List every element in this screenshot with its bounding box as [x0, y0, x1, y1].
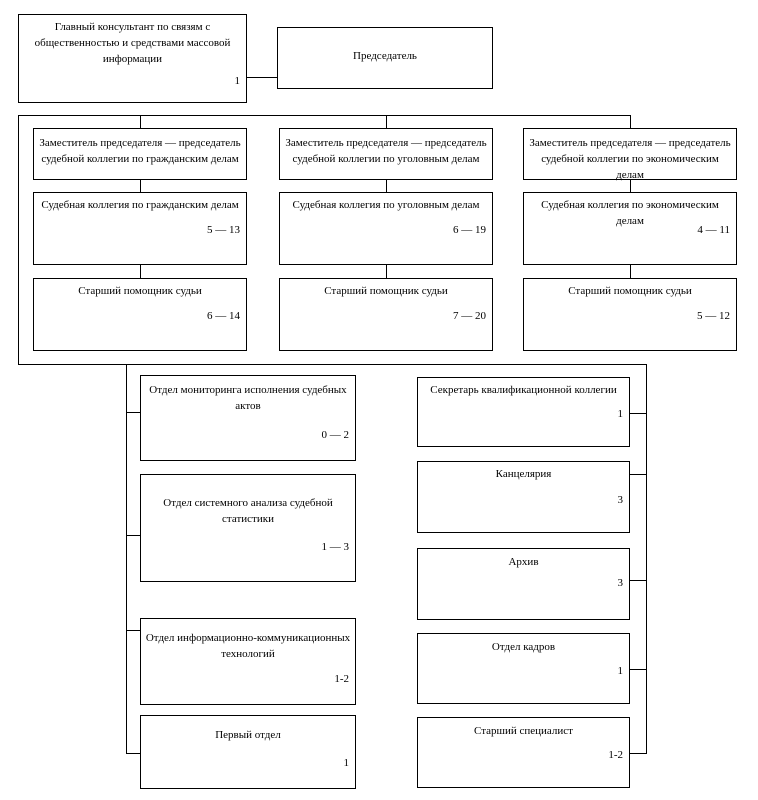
box-senior-specialist: Старший специалист 1-2 — [417, 717, 630, 788]
staff-count: 0 — 2 — [321, 429, 350, 441]
box-senior-assistant-criminal: Старший помощник судьи 7 — 20 — [279, 278, 493, 351]
connector-drop-division-3 — [630, 115, 631, 128]
box-deputy-civil: Заместитель председателя — председатель … — [33, 128, 247, 180]
staff-count: 1 — [343, 757, 350, 769]
staff-count: 4 — 11 — [697, 224, 730, 236]
staff-count: 3 — [617, 494, 624, 506]
staff-count: 6 — 19 — [453, 224, 486, 236]
box-title-line: Старший помощник судьи — [78, 285, 202, 297]
box-senior-assistant-economic: Старший помощник судьи 5 — 12 — [523, 278, 737, 351]
box-title-line: Судебная коллегия по уголовным делам — [292, 199, 480, 211]
box-title-line: Председатель — [353, 50, 417, 62]
box-title-line: судебной коллегии по гражданским делам — [41, 153, 239, 165]
connector-consultant-chairman — [247, 77, 277, 78]
box-title-line: Заместитель председателя — председатель — [39, 137, 241, 149]
box-title-line: Судебная коллегия по экономическим делам — [541, 199, 719, 227]
box-title-line: Отдел мониторинга исполнения судебных — [149, 384, 347, 396]
box-title-line: Архив — [508, 556, 539, 568]
box-title-line: судебной коллегии по экономическим делам — [541, 153, 719, 181]
box-title-line: Старший помощник судьи — [324, 285, 448, 297]
connector-top-horizontal — [18, 115, 631, 116]
box-title-line: Заместитель председателя — председатель — [529, 137, 731, 149]
connector-stub-archive — [630, 580, 646, 581]
connector-bottom-horizontal — [18, 364, 647, 365]
box-title-line: Первый отдел — [215, 729, 281, 741]
staff-count: 1 — [234, 75, 241, 87]
box-it-department: Отдел информационно-коммуникационных тех… — [140, 618, 356, 705]
box-statistics-department: Отдел системного анализа судебной статис… — [140, 474, 356, 582]
connector-deputy-collegium-3 — [630, 180, 631, 192]
connector-stub-senior-specialist — [630, 753, 646, 754]
connector-left-vertical — [18, 115, 19, 364]
connector-stub-monitoring — [126, 412, 140, 413]
connector-drop-division-1 — [140, 115, 141, 128]
box-collegium-criminal: Судебная коллегия по уголовным делам 6 —… — [279, 192, 493, 265]
connector-collegium-assistant-2 — [386, 265, 387, 278]
box-title-line: технологий — [221, 648, 275, 660]
box-title-line: Главный консультант по связям с — [54, 21, 211, 33]
box-deputy-economic: Заместитель председателя — председатель … — [523, 128, 737, 181]
connector-deputy-collegium-1 — [140, 180, 141, 192]
box-title-line: Секретарь квалификационной коллегии — [430, 384, 617, 396]
box-title-line: статистики — [222, 513, 274, 525]
box-chairman: Председатель — [277, 27, 493, 89]
box-qualification-secretary: Секретарь квалификационной коллегии 1 — [417, 377, 630, 447]
box-collegium-economic: Судебная коллегия по экономическим делам… — [523, 192, 737, 265]
box-title-line: информации — [102, 53, 163, 65]
staff-count: 3 — [617, 577, 624, 589]
box-archive: Архив 3 — [417, 548, 630, 620]
staff-count: 1-2 — [608, 749, 623, 761]
staff-count: 1 — [617, 665, 624, 677]
connector-collegium-assistant-1 — [140, 265, 141, 278]
box-monitoring-department: Отдел мониторинга исполнения судебных ак… — [140, 375, 356, 461]
box-senior-assistant-civil: Старший помощник судьи 6 — 14 — [33, 278, 247, 351]
connector-stub-it — [126, 630, 140, 631]
staff-count: 7 — 20 — [453, 310, 486, 322]
connector-stub-secretary — [630, 413, 646, 414]
connector-stub-hr — [630, 669, 646, 670]
box-deputy-criminal: Заместитель председателя — председатель … — [279, 128, 493, 180]
staff-count: 6 — 14 — [207, 310, 240, 322]
box-collegium-civil: Судебная коллегия по гражданским делам 5… — [33, 192, 247, 265]
connector-stub-first-department — [126, 753, 140, 754]
connector-left-departments-spine — [126, 364, 127, 754]
staff-count: 5 — 12 — [697, 310, 730, 322]
connector-stub-statistics — [126, 535, 140, 536]
connector-drop-division-2 — [386, 115, 387, 128]
box-title-line: общественностью и средствами массовой — [34, 37, 231, 49]
box-title-line: Заместитель председателя — председатель — [285, 137, 487, 149]
box-title-line: Отдел кадров — [491, 641, 556, 653]
box-first-department: Первый отдел 1 — [140, 715, 356, 789]
box-title-line: актов — [235, 400, 261, 412]
connector-deputy-collegium-2 — [386, 180, 387, 192]
connector-stub-chancellery — [630, 474, 646, 475]
box-title-line: Отдел информационно-коммуникационных — [145, 632, 351, 644]
box-title-line: Канцелярия — [495, 468, 552, 480]
box-chancellery: Канцелярия 3 — [417, 461, 630, 533]
staff-count: 5 — 13 — [207, 224, 240, 236]
staff-count: 1 — 3 — [321, 541, 350, 553]
box-hr-department: Отдел кадров 1 — [417, 633, 630, 704]
box-title-line: судебной коллегии по уголовным делам — [292, 153, 480, 165]
box-title-line: Судебная коллегия по гражданским делам — [41, 199, 239, 211]
box-title-line: Отдел системного анализа судебной — [163, 497, 333, 509]
connector-collegium-assistant-3 — [630, 265, 631, 278]
box-chief-consultant: Главный консультант по связям с обществе… — [18, 14, 247, 103]
box-title-line: Старший специалист — [474, 725, 573, 737]
box-title-line: Старший помощник судьи — [568, 285, 692, 297]
staff-count: 1-2 — [334, 673, 349, 685]
staff-count: 1 — [617, 408, 624, 420]
connector-right-departments-spine — [646, 364, 647, 754]
